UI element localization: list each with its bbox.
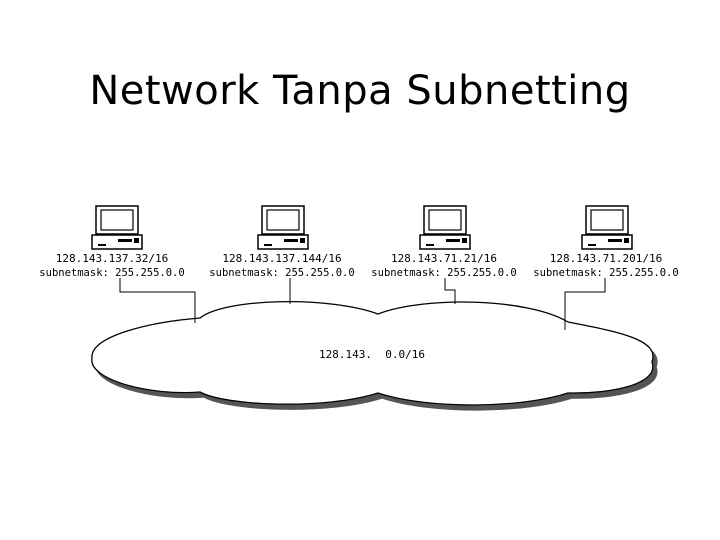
host-1-ip: 128.143.137.32/16 — [56, 252, 169, 265]
computer-icon — [257, 205, 309, 250]
network-cloud — [91, 301, 654, 406]
host-3-ip: 128.143.71.21/16 — [391, 252, 497, 265]
host-1 — [91, 205, 143, 250]
host-2 — [257, 205, 309, 250]
host-3-subnetmask: subnetmask: 255.255.0.0 — [371, 267, 516, 279]
computer-icon — [419, 205, 471, 250]
host-1-subnetmask: subnetmask: 255.255.0.0 — [39, 267, 184, 279]
network-address-label: 128.143. 0.0/16 — [319, 348, 425, 361]
host-2-subnetmask: subnetmask: 255.255.0.0 — [209, 267, 354, 279]
computer-icon — [91, 205, 143, 250]
host-4-ip: 128.143.71.201/16 — [550, 252, 663, 265]
host-2-ip: 128.143.137.144/16 — [222, 252, 341, 265]
host-4 — [581, 205, 633, 250]
computer-icon — [581, 205, 633, 250]
host-4-subnetmask: subnetmask: 255.255.0.0 — [533, 267, 678, 279]
connection-line-3 — [444, 278, 456, 304]
connection-line-4 — [564, 278, 606, 330]
slide-title: Network Tanpa Subnetting — [89, 68, 631, 114]
host-3 — [419, 205, 471, 250]
connection-lines — [119, 278, 606, 330]
connection-line-1 — [119, 278, 196, 323]
